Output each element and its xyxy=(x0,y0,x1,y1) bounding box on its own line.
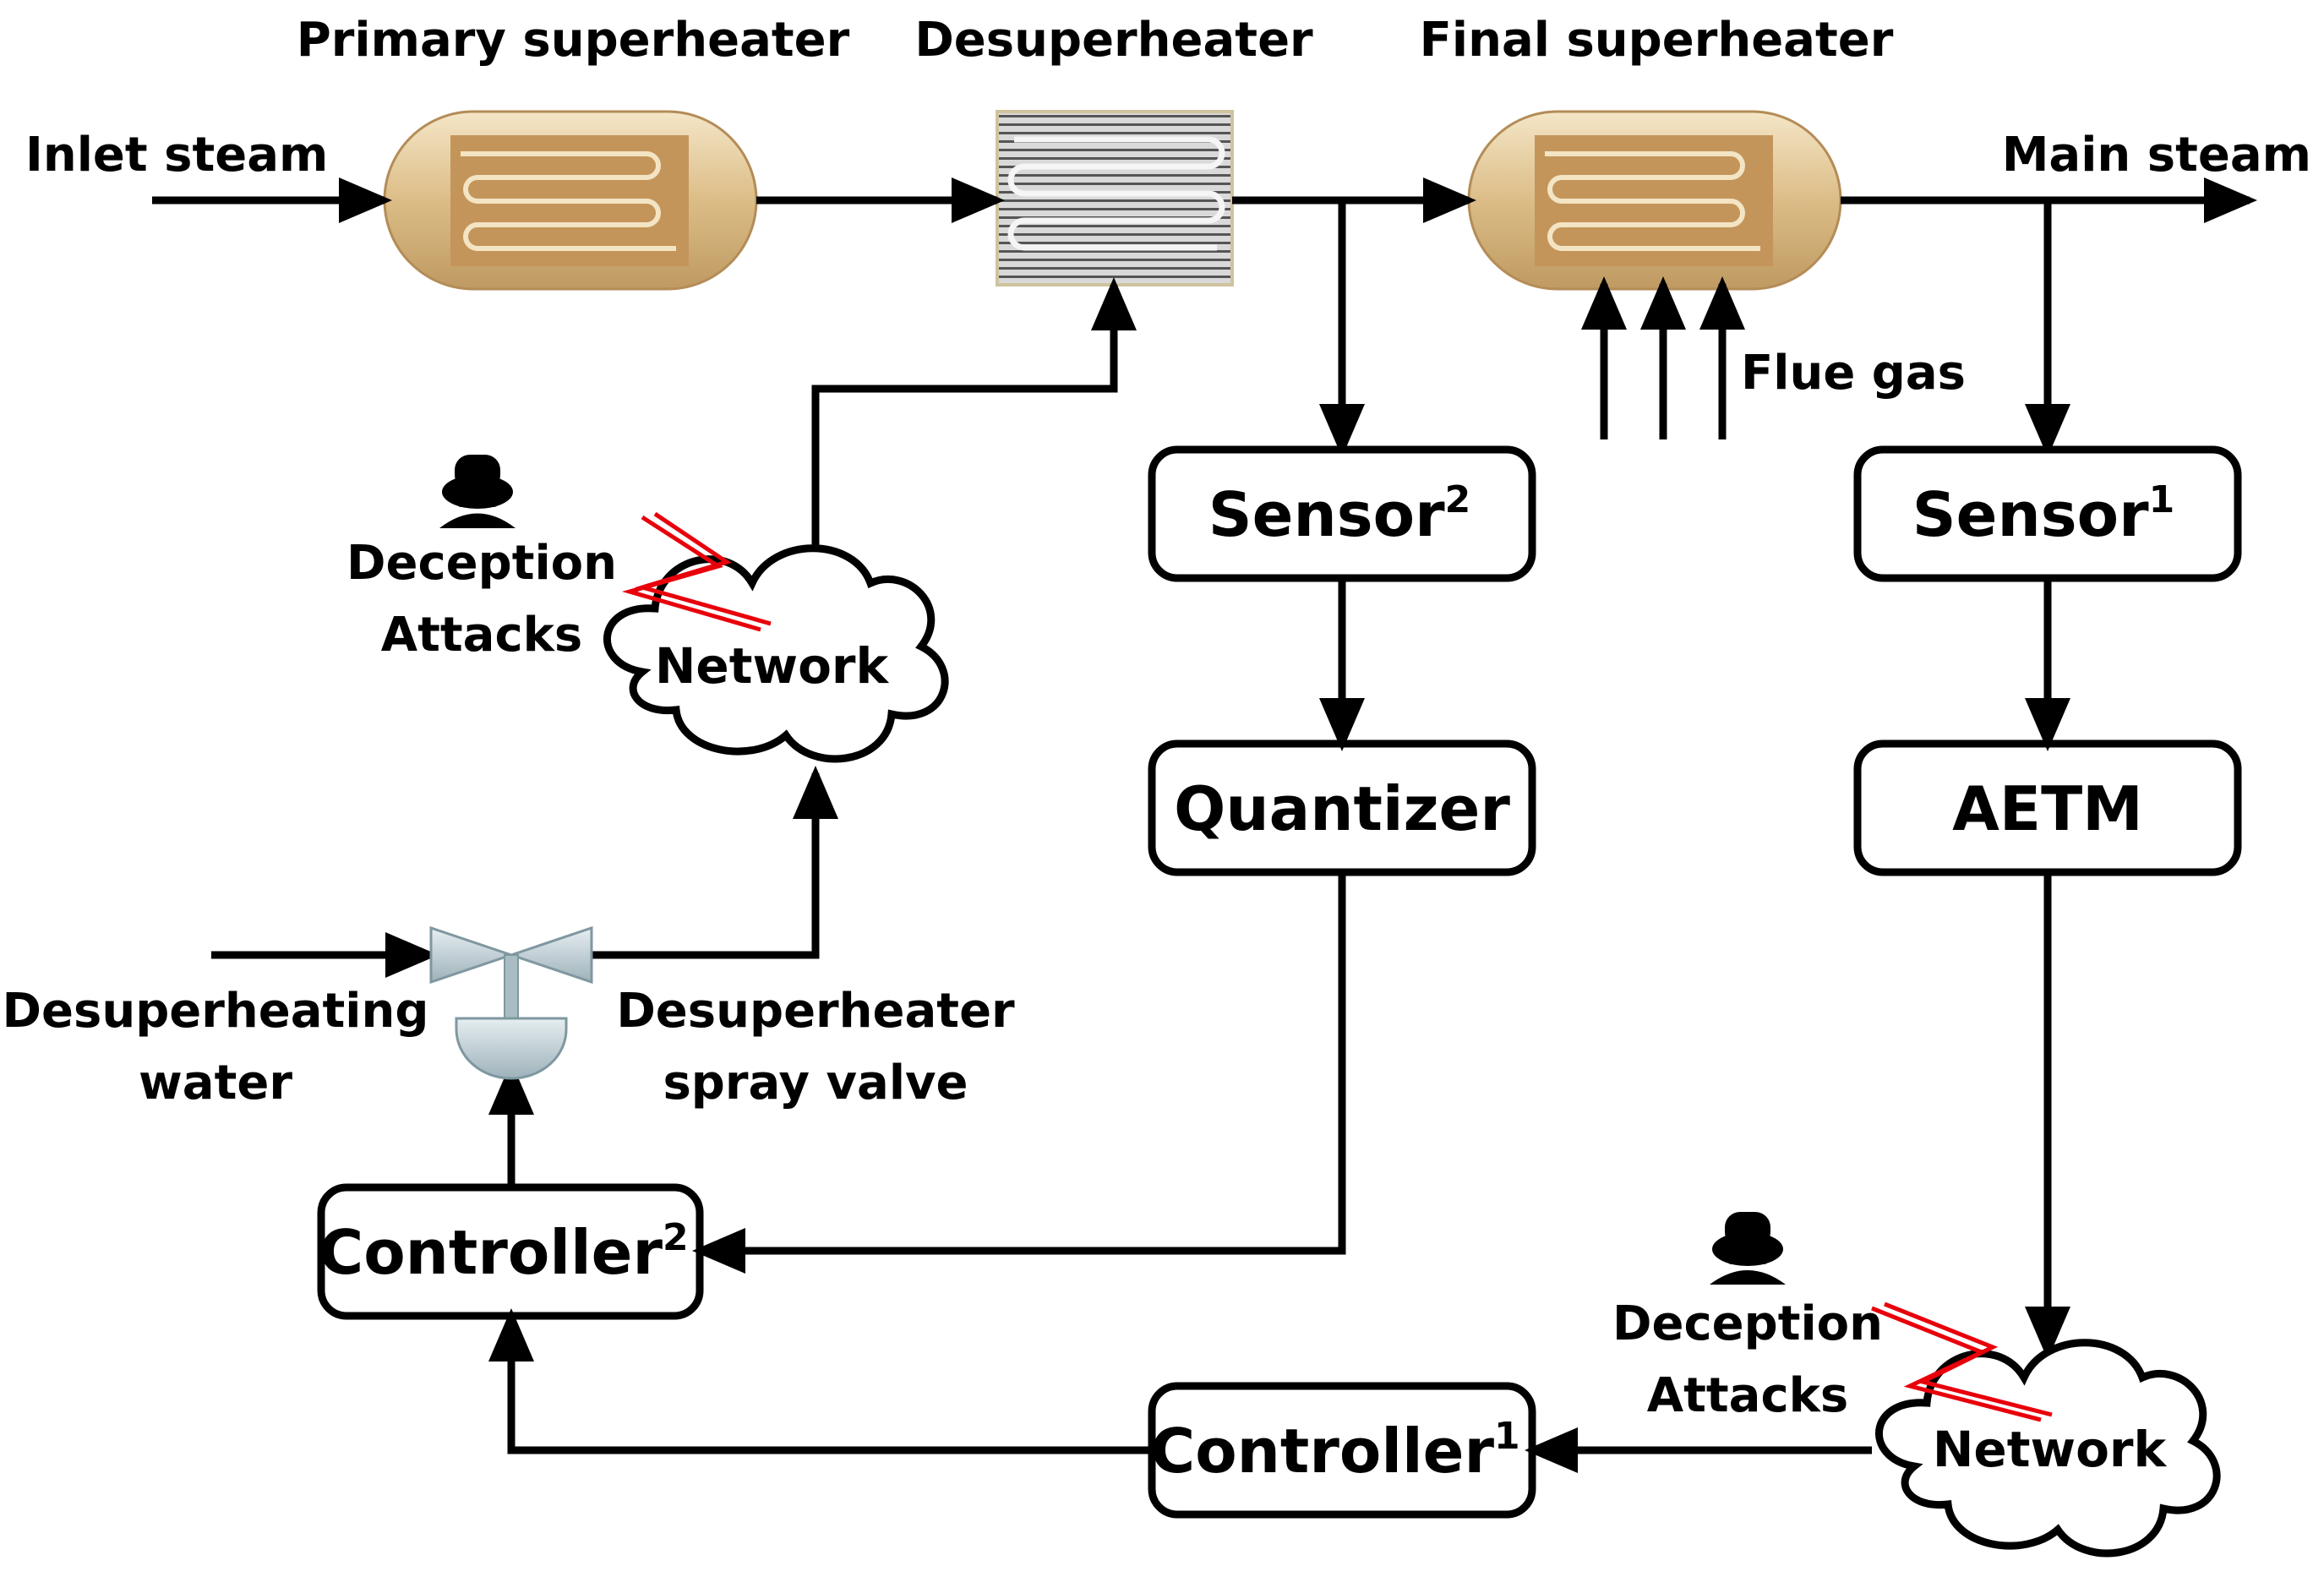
controller2-label: Controller xyxy=(319,1217,663,1288)
svg-text:Controller1: Controller1 xyxy=(1150,1415,1519,1487)
lower-deception-attacks-label-line1: Deception xyxy=(1612,1296,1883,1351)
svg-text:Sensor1: Sensor1 xyxy=(1912,478,2174,550)
controller1-block[interactable]: Controller1 xyxy=(1148,1382,1536,1519)
valve-to-upper-network-arrow xyxy=(592,766,838,959)
spray-valve-label-line1: Desuperheater xyxy=(616,984,1015,1039)
spray-valve-label-line2: spray valve xyxy=(663,1056,968,1110)
final-superheater xyxy=(1467,110,1842,291)
upper-attack-bolt-icon xyxy=(621,511,772,632)
controller2-superscript: 2 xyxy=(663,1216,689,1259)
controller2-block[interactable]: Controller2 xyxy=(317,1183,704,1320)
primary-superheater-label: Primary superheater xyxy=(297,13,850,68)
controller1-to-controller2-arrow xyxy=(488,1308,1152,1454)
desuperheater xyxy=(996,110,1234,286)
desuperheater-spray-valve[interactable] xyxy=(429,925,593,1080)
svg-text:Controller2: Controller2 xyxy=(319,1216,688,1288)
desuperheating-water-label-line1: Desuperheating xyxy=(3,984,429,1039)
aetm-block[interactable]: AETM xyxy=(1853,739,2242,876)
final-superheater-label: Final superheater xyxy=(1420,13,1894,68)
sensor2-block[interactable]: Sensor2 xyxy=(1148,445,1536,582)
upper-deception-attacks-label-line1: Deception xyxy=(346,536,617,591)
aetm-label: AETM xyxy=(1952,773,2143,844)
sensor2-superscript: 2 xyxy=(1445,478,1471,521)
upper-deception-attacks-label-line2: Attacks xyxy=(381,608,582,663)
upper-network-to-desuperheater-arrow xyxy=(811,277,1137,545)
sensor1-label: Sensor xyxy=(1912,479,2149,550)
lower-deception-attacks-label-line2: Attacks xyxy=(1647,1368,1848,1423)
svg-text:Sensor2: Sensor2 xyxy=(1208,478,1470,550)
lower-hacker-icon xyxy=(1710,1212,1786,1285)
desuperheating-water-label-line2: water xyxy=(139,1056,292,1110)
upper-network-cloud: Network xyxy=(603,544,949,763)
sensor1-superscript: 1 xyxy=(2149,478,2175,521)
controller1-label: Controller xyxy=(1150,1416,1494,1487)
quantizer-label: Quantizer xyxy=(1174,773,1510,844)
desuperheater-label: Desuperheater xyxy=(914,13,1313,68)
lower-network-label: Network xyxy=(1933,1421,2168,1478)
upper-network-label: Network xyxy=(655,637,890,695)
quantizer-block[interactable]: Quantizer xyxy=(1148,739,1536,876)
primary-superheater xyxy=(383,110,758,291)
quantizer-to-controller2-arrow xyxy=(692,872,1346,1274)
lower-network-cloud: Network xyxy=(1874,1339,2221,1558)
main-steam-label: Main steam xyxy=(2002,128,2311,183)
inlet-steam-label: Inlet steam xyxy=(25,128,328,183)
controller1-superscript: 1 xyxy=(1494,1415,1520,1458)
sensor2-label: Sensor xyxy=(1208,479,1445,550)
flue-gas-label: Flue gas xyxy=(1741,346,1966,401)
lower-attack-bolt-icon xyxy=(1871,1301,2053,1422)
sensor1-block[interactable]: Sensor1 xyxy=(1853,445,2242,582)
upper-hacker-icon xyxy=(439,455,516,528)
